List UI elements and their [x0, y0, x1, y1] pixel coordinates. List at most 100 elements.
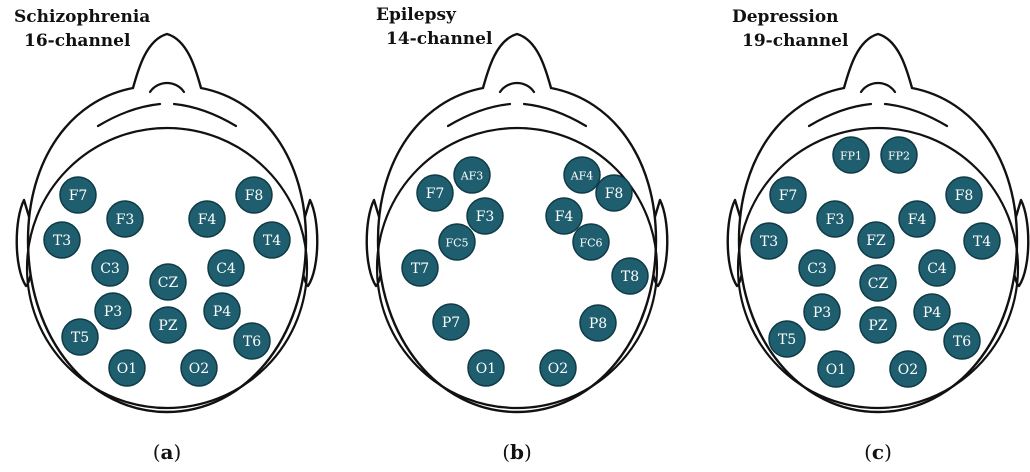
electrode-t6: T6 [234, 323, 270, 359]
panel-title: Schizophrenia [14, 7, 150, 27]
electrode-label: T4 [973, 234, 991, 250]
electrode-label: P8 [589, 316, 607, 332]
electrode-label: F8 [955, 188, 974, 204]
electrode-f7: F7 [417, 175, 453, 211]
electrode-label: F4 [908, 212, 927, 228]
electrode-label: F7 [426, 186, 445, 202]
electrode-fc5: FC5 [439, 224, 475, 260]
electrode-label: O1 [826, 362, 846, 378]
electrode-f4: F4 [899, 201, 935, 237]
electrode-label: FC5 [445, 237, 468, 250]
electrode-t4: T4 [254, 222, 290, 258]
electrode-t5: T5 [769, 321, 805, 357]
electrode-f3: F3 [467, 198, 503, 234]
electrode-label: F8 [605, 186, 624, 202]
electrode-p3: P3 [804, 294, 840, 330]
electrode-label: C3 [100, 261, 120, 277]
electrode-f7: F7 [770, 177, 806, 213]
electrode-f3: F3 [107, 201, 143, 237]
electrode-label: F3 [826, 212, 845, 228]
electrode-label: FZ [866, 233, 886, 249]
electrode-label: T3 [760, 234, 778, 250]
panel-caption: (a) [153, 440, 182, 464]
electrode-label: PZ [158, 318, 177, 334]
channel-count: 19-channel [742, 31, 849, 51]
electrode-t5: T5 [62, 319, 98, 355]
channel-count: 16-channel [24, 31, 131, 51]
panel-title: Depression [732, 7, 839, 27]
electrode-label: P7 [442, 315, 460, 331]
electrode-label: O1 [476, 361, 496, 377]
electrode-label: AF4 [570, 170, 594, 183]
electrode-c3: C3 [92, 250, 128, 286]
electrode-o2: O2 [540, 350, 576, 386]
electrode-label: T6 [953, 334, 971, 350]
electrode-label: C3 [807, 261, 827, 277]
channel-count: 14-channel [386, 29, 493, 49]
electrode-cz: CZ [150, 264, 186, 300]
electrode-label: F3 [476, 209, 495, 225]
electrode-label: T6 [243, 334, 261, 350]
electrode-label: P3 [104, 304, 122, 320]
electrode-label: FP1 [840, 150, 862, 163]
electrode-label: CZ [868, 276, 889, 292]
electrode-f3: F3 [817, 201, 853, 237]
electrode-label: P4 [923, 305, 941, 321]
electrode-label: C4 [216, 261, 236, 277]
electrode-p8: P8 [580, 305, 616, 341]
electrode-label: F3 [116, 212, 135, 228]
electrode-f4: F4 [546, 198, 582, 234]
electrode-label: T8 [621, 269, 639, 285]
electrode-o1: O1 [109, 350, 145, 386]
electrode-label: T5 [778, 332, 796, 348]
electrode-label: AF3 [460, 170, 484, 183]
electrode-fz: FZ [858, 222, 894, 258]
electrode-t6: T6 [944, 323, 980, 359]
electrode-t8: T8 [612, 258, 648, 294]
electrode-label: T7 [411, 261, 429, 277]
electrode-t7: T7 [402, 250, 438, 286]
electrode-label: T5 [71, 330, 89, 346]
electrode-label: P3 [813, 305, 831, 321]
electrode-label: F4 [198, 212, 217, 228]
electrode-cz: CZ [860, 265, 896, 301]
electrode-p7: P7 [433, 304, 469, 340]
electrode-label: O2 [189, 361, 209, 377]
electrode-fp1: FP1 [833, 137, 869, 173]
electrode-f8: F8 [236, 177, 272, 213]
electrode-label: F7 [779, 188, 798, 204]
electrode-pz: PZ [860, 307, 896, 343]
electrode-label: O1 [117, 361, 137, 377]
panel-depression: Depression 19-channelFP1 FP2F7 F8F3FZ F4T3 T4… [728, 7, 1029, 464]
electrode-label: F7 [69, 188, 88, 204]
electrode-t4: T4 [964, 223, 1000, 259]
electrode-c4: C4 [919, 250, 955, 286]
electrode-label: F8 [245, 188, 264, 204]
electrode-label: FP2 [888, 150, 910, 163]
electrode-af4: AF4 [564, 157, 600, 193]
electrode-f8: F8 [946, 177, 982, 213]
electrode-label: O2 [548, 361, 568, 377]
electrode-f8: F8 [596, 175, 632, 211]
panel-caption: (b) [502, 440, 532, 464]
electrode-label: CZ [158, 275, 179, 291]
electrode-label: O2 [898, 362, 918, 378]
electrode-label: T4 [263, 233, 281, 249]
electrode-pz: PZ [150, 307, 186, 343]
head-outline [378, 34, 656, 412]
electrode-fp2: FP2 [881, 137, 917, 173]
electrode-f4: F4 [189, 201, 225, 237]
electrode-fc6: FC6 [573, 224, 609, 260]
electrode-af3: AF3 [454, 157, 490, 193]
electrode-p4: P4 [914, 294, 950, 330]
electrode-label: C4 [927, 261, 947, 277]
panel-title: Epilepsy [376, 5, 457, 25]
electrode-label: FC6 [579, 237, 602, 250]
electrode-t3: T3 [44, 222, 80, 258]
electrode-label: F4 [555, 209, 574, 225]
electrode-label: PZ [868, 318, 887, 334]
electrode-o1: O1 [468, 350, 504, 386]
electrode-label: P4 [213, 304, 231, 320]
